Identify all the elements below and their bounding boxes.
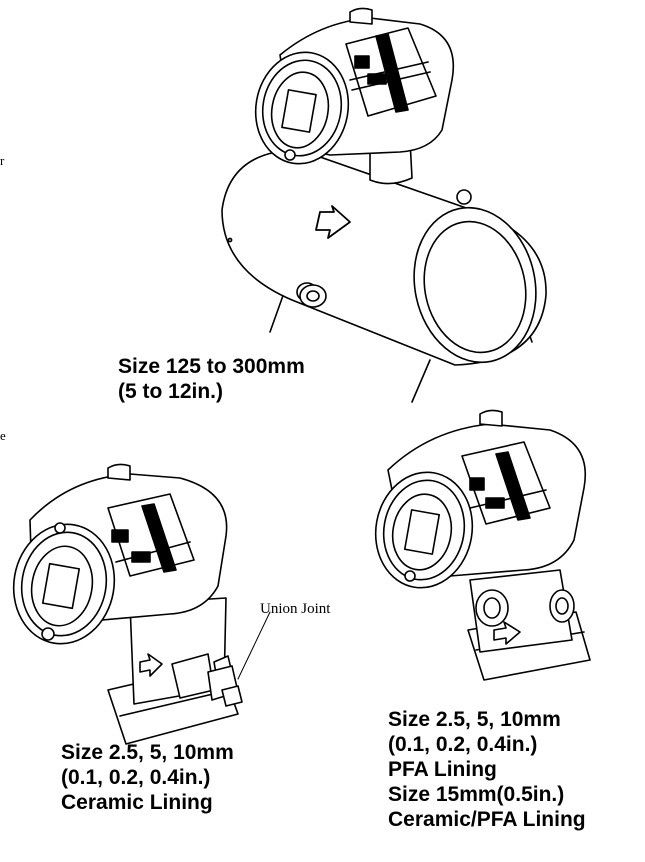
caption-line: (0.1, 0.2, 0.4in.) xyxy=(61,766,211,789)
caption-line: PFA Lining xyxy=(388,758,497,781)
stray-letter-e: e xyxy=(0,428,6,443)
caption-line: Ceramic Lining xyxy=(61,791,213,814)
pfa-flowmeter-drawing xyxy=(374,409,591,681)
caption-line: Size 2.5, 5, 10mm xyxy=(388,708,561,731)
caption-line: Size 2.5, 5, 10mm xyxy=(61,741,234,764)
caption-line: Size 125 to 300mm xyxy=(118,355,305,378)
caption-ceramic-lining: Size 2.5, 5, 10mm (0.1, 0.2, 0.4in.) Cer… xyxy=(61,740,234,815)
caption-line: Ceramic/PFA Lining xyxy=(388,808,586,831)
stray-letter-r: r xyxy=(0,153,5,168)
caption-pfa-lining: Size 2.5, 5, 10mm (0.1, 0.2, 0.4in.) PFA… xyxy=(388,707,586,832)
caption-line: Size 15mm(0.5in.) xyxy=(388,783,565,806)
caption-line: (5 to 12in.) xyxy=(118,380,224,403)
union-joint-callout: Union Joint xyxy=(260,601,331,617)
caption-large-size: Size 125 to 300mm (5 to 12in.) xyxy=(118,354,305,404)
large-flowmeter-drawing xyxy=(221,7,547,403)
caption-line: (0.1, 0.2, 0.4in.) xyxy=(388,733,538,756)
ceramic-flowmeter-drawing xyxy=(12,463,271,745)
